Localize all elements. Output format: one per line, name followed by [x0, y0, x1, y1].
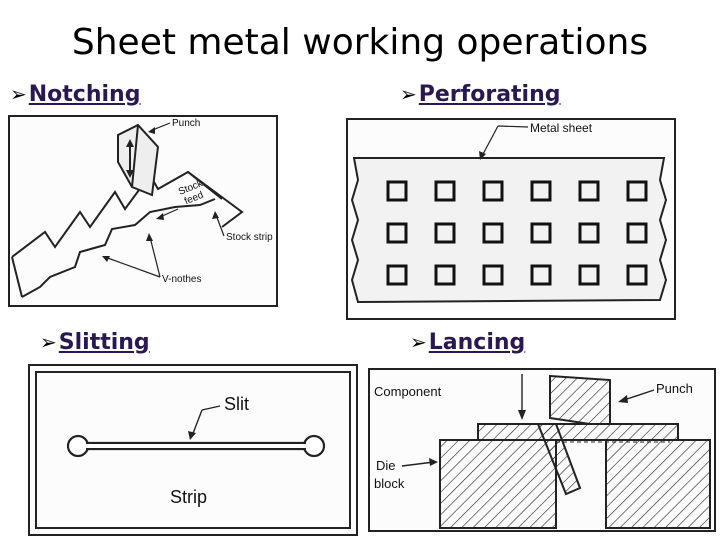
arrow-right-icon: ➢ [10, 82, 27, 106]
perforation-hole [386, 222, 408, 244]
label-strip: Strip [170, 487, 207, 507]
heading-perforating: ➢Perforating [400, 82, 561, 107]
perforation-hole [434, 264, 456, 286]
label-die: Die [376, 458, 396, 473]
component-sheet [477, 423, 679, 441]
perforation-hole [530, 264, 552, 286]
perforation-hole [626, 264, 648, 286]
perforation-hole [386, 180, 408, 202]
label-punch: Punch [172, 118, 200, 129]
die-block-right [605, 439, 711, 529]
label-component: Component [374, 384, 442, 399]
perforation-hole [530, 222, 552, 244]
heading-notching: ➢Notching [10, 82, 141, 107]
perforation-hole [578, 222, 600, 244]
perforation-hole [626, 180, 648, 202]
perforation-holes [386, 180, 648, 286]
label-slit: Slit [224, 394, 249, 414]
punch-shape [549, 374, 611, 425]
label-metal-sheet: Metal sheet [530, 121, 593, 135]
label-v-notches: V-nothes [162, 274, 201, 285]
label-punch: Punch [656, 381, 693, 396]
lancing-diagram: Component Punch Die block [368, 368, 716, 532]
arrow-right-icon: ➢ [410, 330, 427, 354]
perforation-hole [434, 222, 456, 244]
perforation-hole [482, 222, 504, 244]
heading-lancing: ➢Lancing [410, 330, 526, 355]
page-title: Sheet metal working operations [71, 22, 649, 63]
heading-slitting: ➢Slitting [40, 330, 150, 355]
perforation-hole [386, 264, 408, 286]
die-block-left [439, 439, 557, 529]
perforation-hole [434, 180, 456, 202]
perforation-hole [626, 222, 648, 244]
arrow-right-icon: ➢ [400, 82, 417, 106]
perforation-hole [578, 264, 600, 286]
arrow-right-icon: ➢ [40, 330, 57, 354]
metal-sheet [350, 157, 668, 304]
perforation-hole [482, 180, 504, 202]
perforation-hole [530, 180, 552, 202]
label-stock-strip: Stock strip [226, 232, 273, 243]
strip-bottom-edge [21, 198, 216, 298]
notching-diagram: Punch Stock feed Stock strip V-nothes [8, 115, 278, 307]
label-block: block [374, 476, 405, 491]
perforation-hole [482, 264, 504, 286]
punch-shape [117, 123, 160, 197]
perforation-hole [578, 180, 600, 202]
slitting-diagram: Slit Strip [28, 364, 358, 536]
perforating-diagram: Metal sheet [346, 118, 676, 320]
strip-top-edge [11, 170, 223, 258]
